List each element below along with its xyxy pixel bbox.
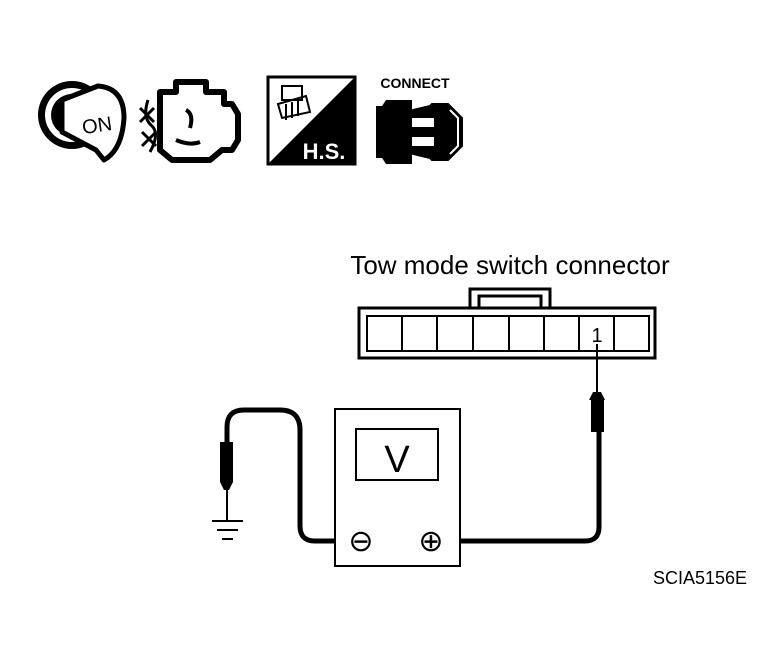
hs-label: H.S.	[303, 139, 346, 164]
voltmeter-display	[355, 428, 439, 481]
test-leads	[224, 407, 602, 544]
figure-code: SCIA5156E	[653, 568, 747, 588]
ignition-key-icon: ON	[38, 81, 127, 163]
terminal-number-label: 1	[591, 325, 602, 347]
voltmeter-display-label: V	[384, 439, 410, 481]
ignition-on-label: ON	[81, 113, 114, 139]
tow-mode-switch-connector	[357, 287, 657, 360]
connector-title: Tow mode switch connector	[350, 250, 670, 280]
negative-lead-wire	[224, 407, 350, 544]
positive-probe	[589, 344, 605, 432]
negative-terminal-icon: ⊖	[348, 525, 373, 558]
connect-label: CONNECT	[380, 75, 450, 91]
switch-symbol-icon	[276, 85, 312, 120]
harness-switch-icon: H.S.	[266, 75, 357, 166]
ground-icon	[212, 520, 243, 540]
positive-terminal-icon: ⊕	[418, 525, 443, 558]
connector-cavities	[366, 315, 650, 352]
positive-lead-wire	[444, 429, 602, 544]
engine-off-icon	[138, 79, 241, 163]
negative-probe	[220, 442, 233, 520]
voltmeter: V ⊖ ⊕	[334, 408, 461, 567]
connect-icon: CONNECT	[376, 75, 463, 164]
